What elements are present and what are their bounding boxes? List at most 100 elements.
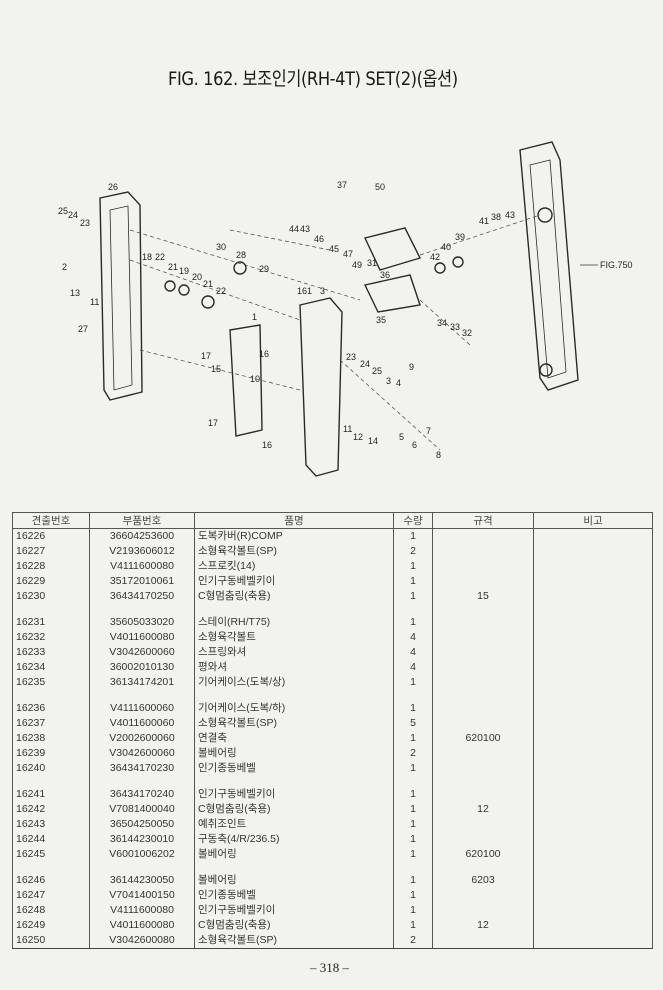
cell-index-no: 16250 [12,933,90,949]
gear-case-lower [363,274,421,313]
callout-label: 41 [479,216,489,226]
cell-remarks [533,544,653,559]
cell-part-name: 인기종동베벨 [194,888,394,903]
cell-part-no: 36434170230 [89,761,195,776]
cell-remarks [533,903,653,918]
spacer-cell [533,776,653,787]
page-number: – 318 – [310,960,349,975]
cell-remarks [533,918,653,933]
cell-part-name: 볼베어링 [194,746,394,761]
cell-qty: 1 [393,615,433,630]
callout-label: 33 [450,322,460,332]
cell-part-name: 예취조인트 [194,817,394,832]
figure-title: FIG. 162. 보조인기(RH-4T) SET(2)(옵션) [168,68,458,90]
cell-part-no: 36144230050 [89,873,195,888]
cell-index-no: 16237 [12,716,90,731]
callout-label: 8 [436,450,441,460]
callout-label: 29 [259,264,269,274]
callout-label: 23 [80,218,90,228]
callout-label: 30 [216,242,226,252]
cell-part-no: V4011600080 [89,918,195,933]
cell-remarks [533,701,653,716]
cell-qty: 4 [393,660,433,675]
cell-part-name: C형멈춤링(축용) [194,802,394,817]
cell-part-no: V4111600080 [89,903,195,918]
cell-part-no: V2193606012 [89,544,195,559]
cell-spec [432,761,534,776]
cell-remarks [533,630,653,645]
cell-part-name: 소형육각볼트(SP) [194,544,394,559]
cell-part-no: 36604253600 [89,528,195,544]
group-spacer [12,776,653,787]
callout-label: 43 [505,210,515,220]
callout-label: 13 [70,288,80,298]
cell-part-name: 스테이(RH/T75) [194,615,394,630]
callout-label: 3 [386,376,391,386]
cell-index-no: 16226 [12,528,90,544]
spacer-cell [89,604,195,615]
header-part-name: 품명 [194,512,394,529]
cell-qty: 1 [393,731,433,746]
cell-part-no: 35605033020 [89,615,195,630]
cell-part-name: 도복카버(R)COMP [194,528,394,544]
callout-label: 50 [375,182,385,192]
cell-index-no: 16242 [12,802,90,817]
cell-spec [432,544,534,559]
cell-part-no: V4111600060 [89,701,195,716]
cell-remarks [533,660,653,675]
cell-spec [432,888,534,903]
cell-part-no: 36002010130 [89,660,195,675]
spacer-cell [533,862,653,873]
cell-index-no: 16249 [12,918,90,933]
callout-label: 4 [396,378,401,388]
cell-part-name: 스프링와셔 [194,645,394,660]
cell-index-no: 16246 [12,873,90,888]
cell-index-no: 16243 [12,817,90,832]
cell-index-no: 16234 [12,660,90,675]
cell-part-name: 인기구동베벨키이 [194,574,394,589]
cell-remarks [533,528,653,544]
header-remarks: 비고 [533,512,653,529]
callout-label: 46 [314,234,324,244]
callout-label: 3 [320,286,325,296]
cell-spec [432,660,534,675]
diagram-shapes [99,141,579,477]
cell-qty: 1 [393,888,433,903]
callout-label: 2 [62,262,67,272]
cell-remarks [533,873,653,888]
spacer-cell [432,604,534,615]
header-spec: 규격 [432,512,534,529]
cell-qty: 1 [393,559,433,574]
cell-part-name: 연결축 [194,731,394,746]
callout-label: 34 [437,318,447,328]
callout-label: 21 [203,279,213,289]
cell-remarks [533,716,653,731]
cell-part-name: C형멈춤링(축용) [194,589,394,604]
spacer-cell [89,776,195,787]
cell-qty: 1 [393,528,433,544]
callout-label: 21 [168,262,178,272]
cell-spec [432,817,534,832]
callout-label: 38 [491,212,501,222]
spacer-cell [393,776,433,787]
callout-label: 10 [250,374,260,384]
cell-qty: 1 [393,832,433,847]
callout-label: 1 [252,312,257,322]
cell-remarks [533,888,653,903]
cell-part-name: 소형육각볼트 [194,630,394,645]
cell-remarks [533,787,653,802]
callout-label: 40 [441,242,451,252]
cell-spec [432,645,534,660]
callout-label: 19 [179,266,189,276]
callout-label: 7 [426,426,431,436]
